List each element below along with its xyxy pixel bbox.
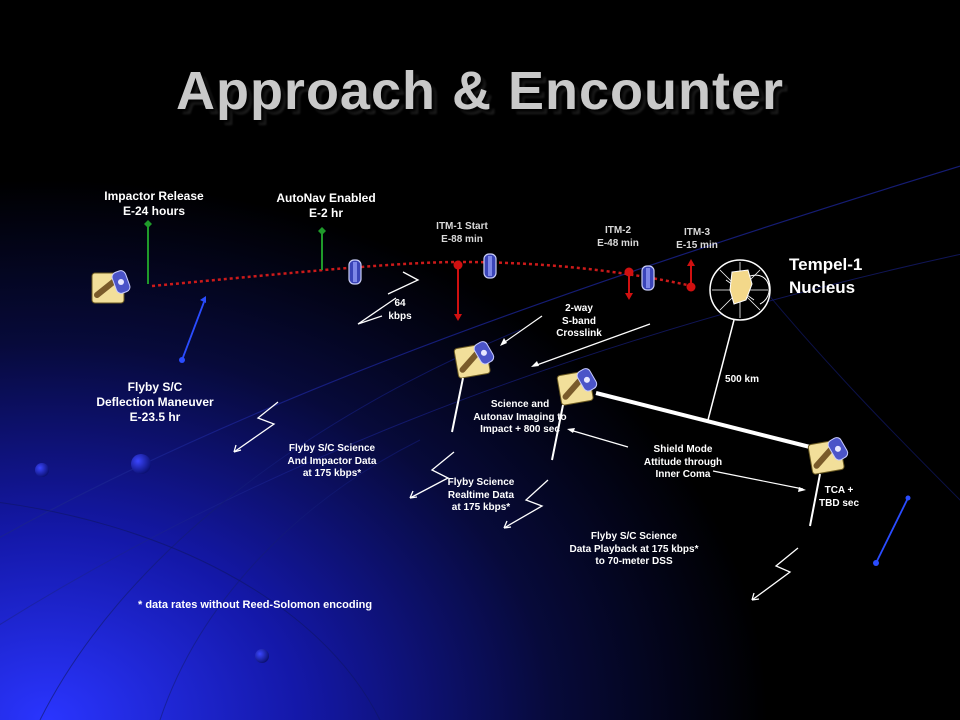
orbit-ball [35, 463, 49, 477]
imaging-arrow [567, 428, 629, 448]
itm1-label: ITM-1 Start E-88 min [436, 221, 488, 245]
rate-label: 64 kbps [388, 298, 412, 322]
science-imaging-label: Science and Autonav Imaging to Impact + … [473, 399, 567, 435]
impactor-icon [641, 265, 655, 291]
lightning-link-icon [751, 547, 799, 601]
tca-maneuver-vector [873, 495, 911, 566]
background-orbits [0, 165, 960, 720]
orbit-ball [255, 649, 269, 663]
lightning-link-icon [357, 271, 420, 325]
shield-mode-label: Shield Mode Attitude through Inner Coma [643, 444, 723, 480]
crosslink-arrow [500, 315, 543, 346]
distance-line [707, 319, 735, 421]
tca-arrow [712, 470, 806, 492]
playback-label: Flyby S/C Science Data Playback at 175 k… [569, 531, 699, 567]
lightning-link-icon [409, 451, 455, 499]
pointing-line [551, 404, 564, 461]
lightning-link-icon [233, 401, 279, 453]
crosslink-arrow [531, 323, 651, 367]
page-title: Approach & Encounter [175, 61, 785, 121]
autonav-label: AutoNav Enabled E-2 hr [276, 191, 376, 220]
pointing-line [809, 473, 821, 527]
crosslink-label: 2-way S-band Crosslink [556, 303, 602, 339]
tca-label: TCA + TBD sec [818, 485, 860, 509]
itm2-marker [624, 267, 634, 300]
deflection-maneuver-vector [179, 296, 206, 363]
deflection-label: Flyby S/C Deflection Maneuver E-23.5 hr [96, 380, 214, 424]
impactor-icon [483, 253, 497, 279]
autonav-marker [318, 227, 326, 270]
lightning-link-icon [503, 479, 549, 529]
footnote: * data rates without Reed-Solomon encodi… [138, 599, 373, 611]
realtime-label: Flyby Science Realtime Data at 175 kbps* [447, 477, 515, 513]
impactor-release-marker [144, 220, 152, 284]
itm2-label: ITM-2 E-48 min [597, 225, 639, 249]
itm3-marker [686, 259, 696, 292]
impactor-release-label: Impactor Release E-24 hours [104, 189, 204, 218]
science-impactor-label: Flyby S/C Science And Impactor Data at 1… [287, 443, 377, 479]
comet-nucleus-icon [709, 259, 771, 321]
impactor-icon [348, 259, 362, 285]
itm3-label: ITM-3 E-15 min [676, 227, 718, 251]
pointing-line [451, 377, 464, 433]
orbit-ball [131, 454, 151, 474]
distance-label: 500 km [725, 374, 759, 385]
flyby-path [595, 391, 815, 450]
itm1-marker [453, 260, 463, 321]
target-label: Tempel-1 Nucleus [789, 255, 863, 297]
